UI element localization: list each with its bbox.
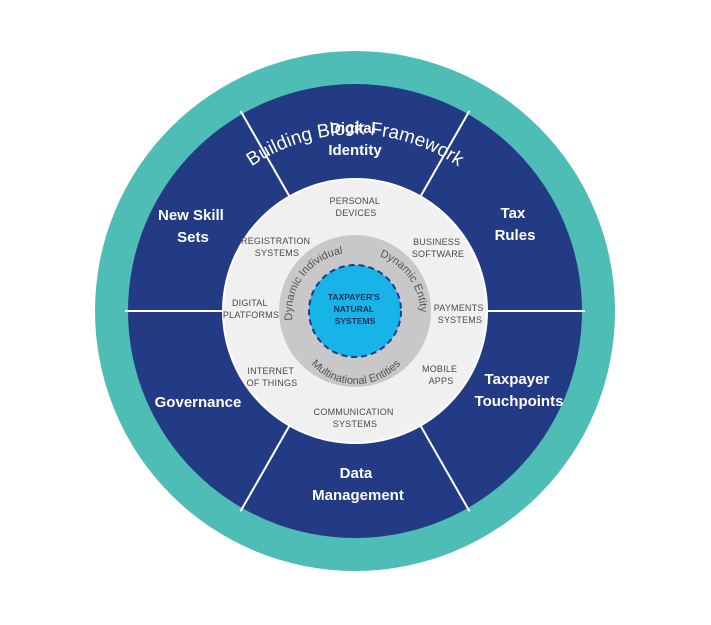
system-digital-platforms: DIGITAL PLATFORMS bbox=[223, 298, 279, 320]
core-circle bbox=[308, 264, 402, 358]
system-internet-of-things: INTERNET OF THINGS bbox=[247, 366, 298, 388]
system-communication-systems: COMMUNICATION SYSTEMS bbox=[314, 407, 397, 429]
system-business-software: BUSINESS SOFTWARE bbox=[412, 237, 464, 259]
system-mobile-apps: MOBILE APPS bbox=[422, 364, 460, 386]
block-governance: Governance bbox=[155, 394, 242, 411]
system-registration-systems: REGISTRATION SYSTEMS bbox=[241, 236, 313, 258]
block-digital-identity: Digital Identity bbox=[328, 120, 382, 159]
block-data-management: Data Management bbox=[312, 465, 404, 504]
system-personal-devices: PERSONAL DEVICES bbox=[330, 196, 383, 218]
system-payments-systems: PAYMENTS SYSTEMS bbox=[434, 303, 486, 325]
block-tax-rules: Tax Rules bbox=[495, 205, 536, 244]
core-label: TAXPAYER'S NATURAL SYSTEMS bbox=[328, 292, 382, 326]
block-taxpayer-touchpoints: Taxpayer Touchpoints bbox=[475, 371, 564, 410]
framework-bottom-title: Tax Administration 3.0 bbox=[265, 566, 448, 608]
block-new-skill-sets: New Skill Sets bbox=[158, 207, 228, 246]
